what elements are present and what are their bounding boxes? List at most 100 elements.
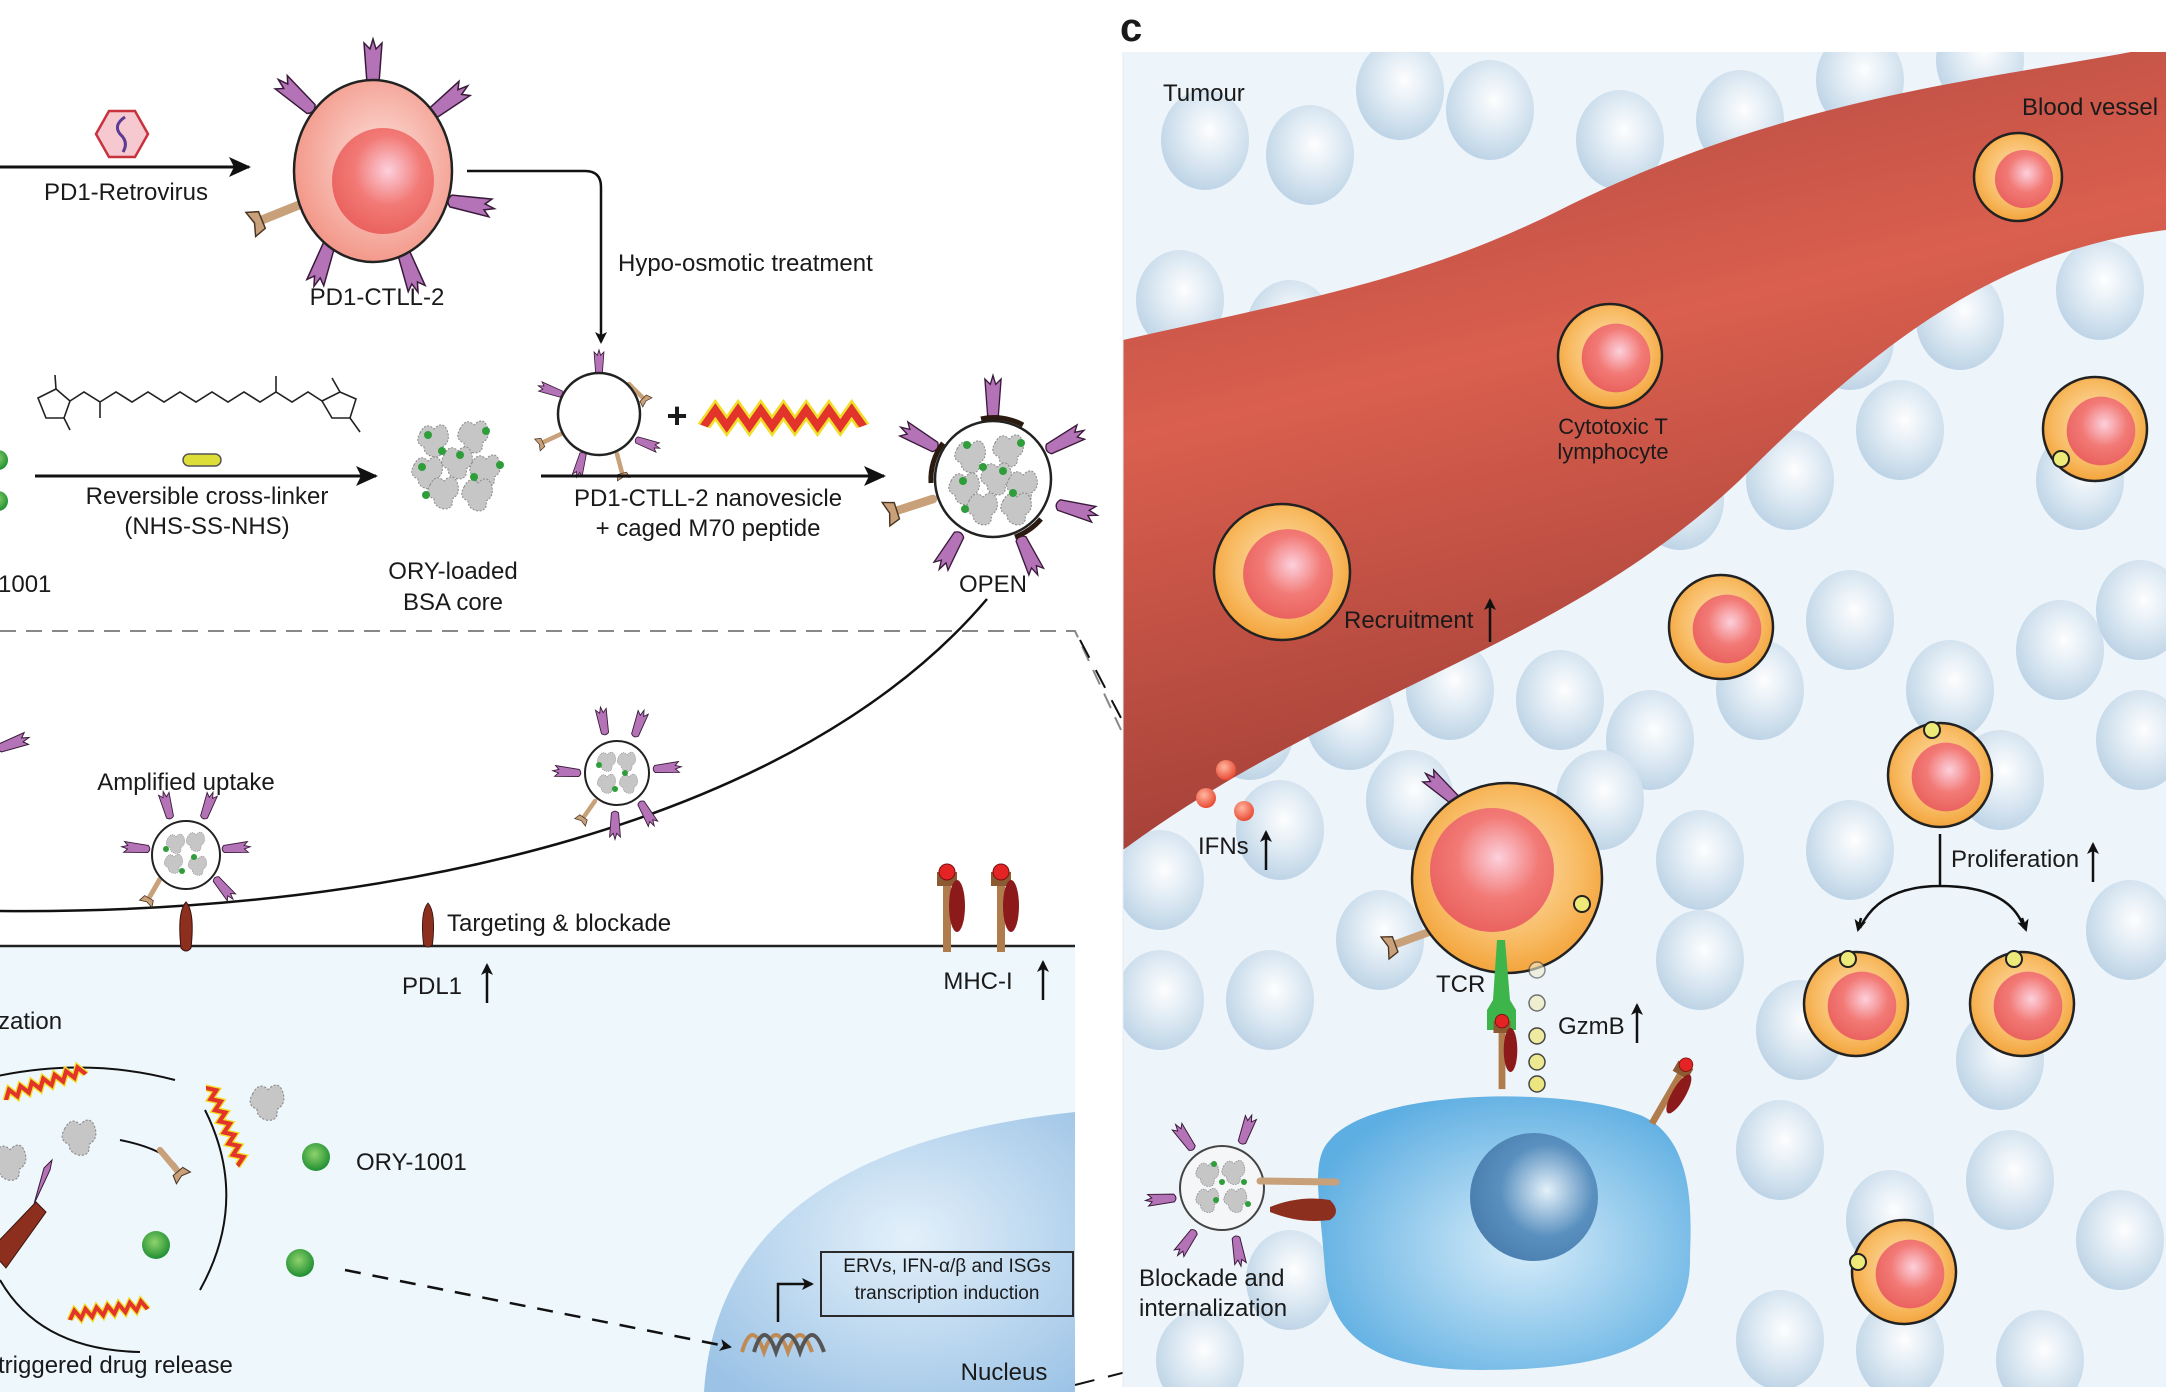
ory-drug-dot [0, 491, 8, 511]
endosome-release [0, 1066, 314, 1353]
target-cell-nucleus [1470, 1133, 1598, 1261]
granzyme-b-granules [1528, 961, 1546, 1093]
crosslinker-formula: (NHS-SS-NHS) [124, 513, 290, 540]
transcription-box-line2: transcription induction [854, 1283, 1040, 1304]
cytotoxic-t-cell [1212, 502, 1352, 642]
plus-sign: + [666, 395, 688, 436]
cytotoxic-t-cell [2041, 375, 2149, 483]
tumour-cell-nucleus [2096, 560, 2166, 660]
tumour-cell-nucleus [1123, 950, 1204, 1050]
blood-vessel-label: Blood vessel [2022, 94, 2159, 121]
caged-m70-peptide-icon [704, 410, 863, 426]
tumour-cell-nucleus [1266, 105, 1354, 205]
tumour-cell-nucleus [2096, 690, 2166, 790]
tumour-cell-nucleus [1446, 60, 1534, 160]
tcr [1487, 940, 1516, 1030]
retrovirus-label: PD1-Retrovirus [43, 179, 209, 206]
nhs-ss-nhs-structure [36, 374, 361, 433]
cytotoxic-t-cell [1972, 131, 2064, 223]
blockade-label-line2: internalization [1139, 1295, 1288, 1322]
activated-t-cell [1381, 766, 1604, 975]
nanovesicle-label-line1: PD1-CTLL-2 nanovesicle [573, 485, 843, 512]
cytotoxic-t-cell [1667, 573, 1775, 681]
ory-drug-dot [0, 450, 8, 470]
mhc-i-receptor [936, 863, 966, 953]
cell-label: PD1-CTLL-2 [309, 284, 445, 311]
tumour-cell-nucleus [1736, 1100, 1824, 1200]
pdl1-receptor [421, 902, 435, 948]
cytotoxic-t-cell [1886, 721, 1994, 829]
tumour-cell-nucleus [1356, 52, 1444, 140]
tumour-cell-nucleus [1906, 640, 1994, 740]
transcription-box-line1: ERVs, IFN-α/β and ISGs [843, 1256, 1051, 1277]
tumour-cell-nucleus [2056, 240, 2144, 340]
crosslinker-label: Reversible cross-linker [85, 483, 329, 510]
drug-to-nucleus-arrow [344, 1268, 732, 1351]
tumour-cell-nucleus [1336, 890, 1424, 990]
bsa-core [411, 420, 504, 512]
mhc-i-label: MHC-I [943, 968, 1013, 995]
pd1-receptor-partial [0, 731, 32, 756]
tumour-cell-nucleus [1156, 1310, 1244, 1387]
tumour-label: Tumour [1163, 80, 1245, 107]
crosslinker-pill-icon [182, 453, 222, 467]
hypo-osmotic-label: Hypo-osmotic treatment [618, 250, 873, 277]
proliferation-arrow-right [2017, 917, 2029, 932]
pd1-pdl1-bound [1256, 1177, 1340, 1186]
blockade-nanoparticle [1144, 1112, 1265, 1268]
tcr-label: TCR [1436, 971, 1486, 998]
ctl-label-line1: Cytotoxic T [1558, 414, 1668, 439]
tumour-cell-nucleus [2086, 880, 2166, 980]
tumour-cell-nucleus [1746, 430, 1834, 530]
pdl1-bound [1270, 1198, 1336, 1221]
nanovesicle [535, 349, 662, 481]
tumour-cell-nucleus [1246, 1230, 1334, 1330]
recruitment-label: Recruitment [1344, 607, 1474, 634]
proliferation-label: Proliferation [1951, 846, 2080, 873]
tumour-cell-nucleus [1576, 90, 1664, 190]
cytotoxic-t-cell [1849, 1218, 1958, 1326]
tumour-cell-nucleus [1806, 570, 1894, 670]
tumour-cell-nucleus [2016, 600, 2104, 700]
dna-icon [740, 1333, 826, 1359]
pdl1-receptor [179, 901, 193, 952]
gzmb-label: GzmB [1558, 1013, 1625, 1040]
core-label-line2: BSA core [402, 589, 504, 616]
hypo-osmotic-arrow [467, 169, 607, 344]
cytotoxic-t-cell [1968, 950, 2076, 1058]
panel-letter: c [1120, 6, 1143, 50]
tumour-cell-nucleus [2076, 1190, 2164, 1290]
pd1-ctll2-cell [246, 38, 497, 297]
nucleus-label: Nucleus [960, 1359, 1048, 1386]
tumour-cell-nucleus [1996, 1310, 2084, 1387]
uptake-trajectory [0, 598, 988, 913]
open-label: OPEN [958, 571, 1028, 598]
bound-nanoparticle [120, 789, 252, 907]
dashed-separator [0, 630, 1122, 731]
blood-vessel [1123, 52, 2166, 850]
tumour-cell-nucleus [1236, 780, 1324, 880]
tumour-cell-nucleus [1736, 1290, 1824, 1387]
ifn-dot [1234, 801, 1254, 821]
ifn-dot [1196, 788, 1216, 808]
tumour-cell-nucleus [1856, 380, 1944, 480]
tumour-cell-nucleus [1161, 90, 1249, 190]
proliferation-arrow-left [1854, 917, 1867, 932]
left-panel [0, 38, 1351, 1392]
circulating-nanoparticle [551, 705, 683, 840]
tumour-cell-nucleus [1226, 950, 1314, 1050]
drug-label-partial: 1001 [0, 571, 52, 598]
mhc-i-receptor [990, 863, 1020, 953]
tumour-cell-nucleus [1966, 1130, 2054, 1230]
nanovesicle-label-line2: + caged M70 peptide [595, 515, 821, 542]
panel-c [1122, 52, 2166, 1387]
pdl1-label: PDL1 [401, 973, 463, 1000]
retrovirus-icon [94, 109, 150, 159]
core-label-line1: ORY-loaded [388, 558, 518, 585]
ifn-dot [1216, 760, 1236, 780]
tumour-cell-nucleus [1806, 800, 1894, 900]
internalization-label-partial: zation [0, 1008, 63, 1035]
ifns-label: IFNs [1198, 833, 1249, 860]
transcription-arrow [776, 1278, 814, 1322]
